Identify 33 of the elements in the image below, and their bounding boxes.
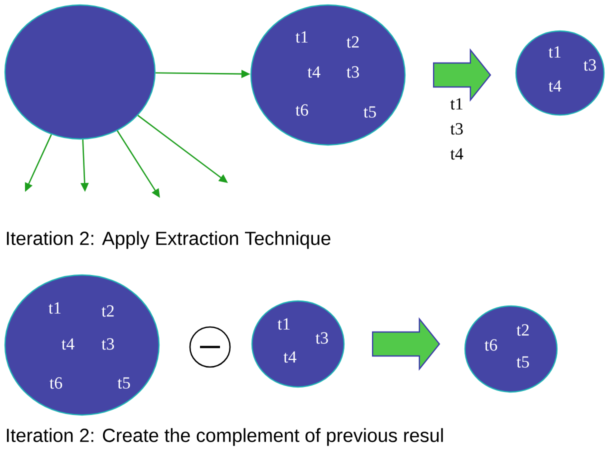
- set-circle: [251, 300, 345, 388]
- item-label: t6: [484, 339, 498, 351]
- set-circle: [515, 30, 605, 116]
- item-label: t3: [102, 338, 114, 350]
- item-label: t3: [584, 59, 596, 71]
- block-arrow: [372, 317, 440, 371]
- item-label: t4: [308, 66, 320, 78]
- item-label: t2: [102, 305, 114, 317]
- item-label: t4: [62, 338, 74, 350]
- item-label: t5: [118, 377, 130, 389]
- item-label: t6: [296, 104, 308, 116]
- caption-text: Iteration 2: Create the complement of previous resul: [6, 428, 443, 446]
- set-circle: [250, 4, 406, 146]
- item-label: t5: [364, 106, 376, 118]
- set-circle: [4, 274, 160, 416]
- item-label: t1: [278, 318, 290, 330]
- item-label: t2: [346, 36, 359, 48]
- item-label: t1: [48, 302, 61, 314]
- minus-circle: [189, 326, 231, 368]
- item-label: t4: [284, 351, 296, 363]
- item-label: t5: [516, 356, 529, 368]
- item-label: t1: [296, 31, 308, 43]
- item-label: t4: [548, 80, 562, 92]
- item-label: t2: [516, 324, 529, 336]
- caption-text: Iteration 2: Apply Extraction Technique: [6, 231, 330, 249]
- item-label: t3: [346, 66, 359, 78]
- block-arrow: [433, 48, 492, 102]
- item-label: t6: [50, 377, 62, 389]
- item-label: t3: [316, 332, 328, 344]
- edge-label: t1 t3 t4: [450, 98, 464, 160]
- set-circle: [464, 305, 558, 393]
- circle: [4, 4, 156, 140]
- item-label: t1: [548, 46, 561, 58]
